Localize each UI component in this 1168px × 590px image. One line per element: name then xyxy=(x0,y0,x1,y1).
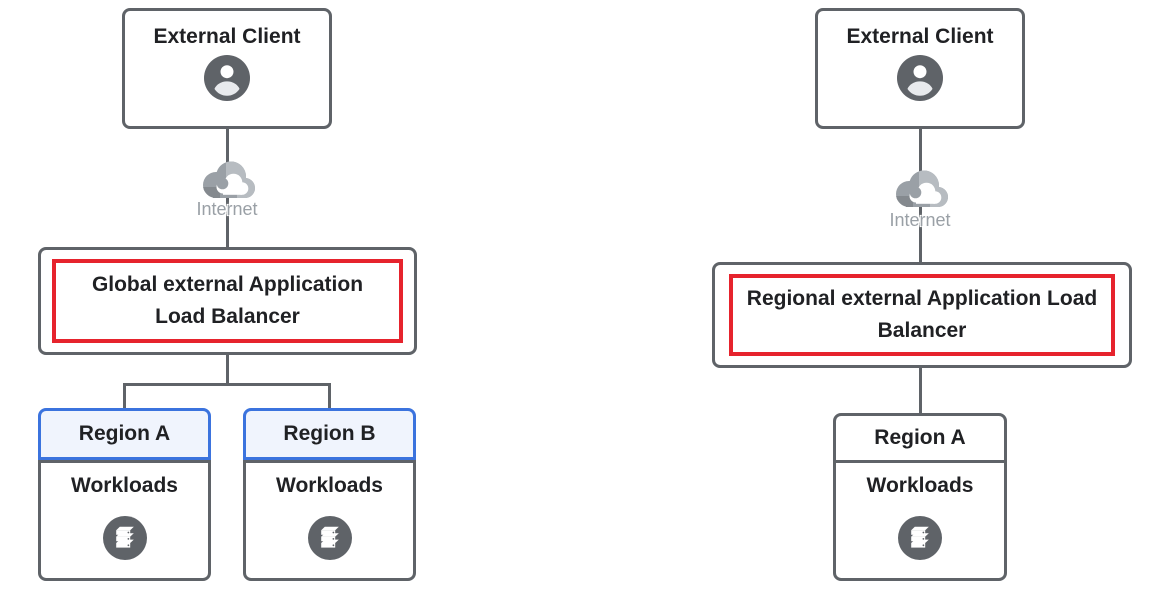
external-client-label: External Client xyxy=(846,25,994,48)
person-icon xyxy=(897,55,943,101)
person-icon xyxy=(204,55,250,101)
regional-lb-highlight-frame: Regional external Application Load Balan… xyxy=(729,274,1115,356)
external-client-node-left: External Client xyxy=(122,8,332,129)
branch-line-left xyxy=(123,383,331,386)
region-a-label-left: Region A xyxy=(78,422,171,445)
internet-label: Internet xyxy=(889,210,951,230)
global-lb-highlight-frame: Global external Application Load Balance… xyxy=(52,259,403,343)
connector-lb-to-branch-left xyxy=(225,354,229,386)
connector-branch-to-region-a-left xyxy=(123,383,126,409)
global-lb-node: Global external Application Load Balance… xyxy=(38,247,417,355)
workloads-label: Workloads xyxy=(71,474,178,497)
region-b-header-left: Region B xyxy=(243,408,416,460)
region-a-body-left: Workloads xyxy=(38,460,211,581)
region-a-body-right: Workloads xyxy=(833,460,1007,581)
connector-lb-to-region-right xyxy=(918,366,922,414)
internet-label: Internet xyxy=(196,199,258,219)
stacked-servers-icon xyxy=(898,516,942,560)
external-client-label: External Client xyxy=(153,25,301,48)
workloads-label: Workloads xyxy=(276,474,383,497)
stacked-servers-icon xyxy=(307,516,352,560)
external-client-node-right: External Client xyxy=(815,8,1025,129)
internet-cloud-icon xyxy=(888,163,952,215)
regional-lb-label: Regional external Application Load Balan… xyxy=(746,287,1098,342)
stacked-servers-icon xyxy=(102,516,147,560)
region-a-label-right: Region A xyxy=(874,426,966,449)
workloads-label: Workloads xyxy=(866,474,974,497)
connector-branch-to-region-b-left xyxy=(328,383,331,409)
region-a-header-right: Region A xyxy=(833,413,1007,460)
region-b-label-left: Region B xyxy=(283,422,376,445)
internet-cloud-icon xyxy=(195,154,259,206)
region-a-header-left: Region A xyxy=(38,408,211,460)
regional-lb-node: Regional external Application Load Balan… xyxy=(712,262,1132,368)
global-lb-label: Global external Application Load Balance… xyxy=(91,273,364,328)
region-b-body-left: Workloads xyxy=(243,460,416,581)
